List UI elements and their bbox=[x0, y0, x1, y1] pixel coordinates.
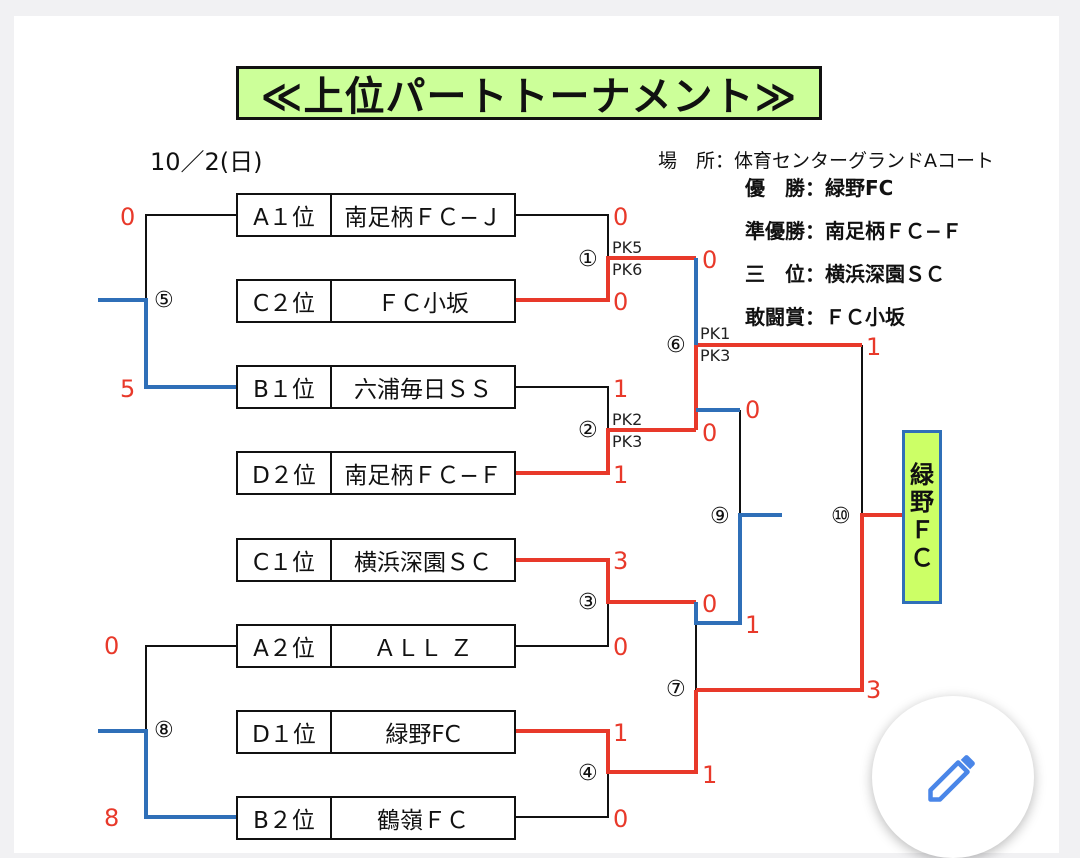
match-number-9: ⑨ bbox=[710, 504, 730, 529]
score-m1-top: 0 bbox=[613, 203, 629, 231]
pk-m2-bot: PK3 bbox=[612, 432, 643, 451]
score-m6-bot: 0 bbox=[702, 419, 718, 447]
line-m3-bot bbox=[516, 602, 609, 647]
pk-m1-top: PK5 bbox=[612, 238, 643, 257]
team-slot-6: A２位 ＡＬＬ Ｚ bbox=[236, 624, 516, 668]
champion-box: 緑 野 Ｆ Ｃ bbox=[902, 430, 942, 604]
line-m1-win bbox=[516, 256, 696, 302]
match-number-1: ① bbox=[578, 247, 598, 272]
score-m5-bot: 5 bbox=[120, 375, 136, 403]
line-m4-bot bbox=[516, 772, 609, 818]
match-number-7: ⑦ bbox=[666, 677, 686, 702]
score-m4-top: 1 bbox=[613, 719, 629, 747]
score-m6-top: 0 bbox=[702, 246, 718, 274]
match-number-5: ⑤ bbox=[154, 288, 174, 313]
score-m2-bot: 1 bbox=[613, 461, 629, 489]
pk-m2-top: PK2 bbox=[612, 410, 643, 429]
pk-m1-bot: PK6 bbox=[612, 260, 643, 279]
line-m9-bot bbox=[694, 513, 782, 625]
line-m2-win bbox=[516, 428, 696, 475]
match-number-10: ⑩ bbox=[831, 504, 851, 529]
team-slot-5: C１位 横浜深園ＳＣ bbox=[236, 538, 516, 582]
score-m7-bot: 1 bbox=[702, 761, 718, 789]
venue-label: 場 所：体育センターグランドAコート bbox=[658, 150, 994, 172]
score-m7-top: 0 bbox=[702, 590, 718, 618]
line-m8-top bbox=[145, 645, 236, 730]
team-slot-3: B１位 六浦毎日ＳＳ bbox=[236, 365, 516, 409]
match-number-2: ② bbox=[578, 418, 598, 443]
line-m8-win bbox=[98, 729, 236, 819]
score-m10-top: 1 bbox=[866, 333, 882, 361]
line-m5-top bbox=[145, 214, 236, 300]
match-number-8: ⑧ bbox=[154, 718, 174, 743]
match-number-4: ④ bbox=[578, 761, 598, 786]
page-title: ≪上位パートトーナメント≫ bbox=[236, 66, 822, 120]
team-slot-7: D１位 緑野FC bbox=[236, 710, 516, 754]
bracket-sheet bbox=[14, 16, 1059, 853]
event-date: 10／2(日) bbox=[150, 148, 263, 176]
pencil-icon bbox=[928, 755, 975, 802]
score-m1-bot: 0 bbox=[613, 288, 629, 316]
match-number-6: ⑥ bbox=[666, 333, 686, 358]
score-m10-bot: 3 bbox=[866, 676, 882, 704]
line-m3-win bbox=[516, 558, 696, 604]
result-winner: 優 勝：緑野FC bbox=[745, 176, 894, 200]
edit-button[interactable] bbox=[872, 696, 1034, 858]
line-m7-win bbox=[696, 513, 902, 692]
pk-m6-bot: PK3 bbox=[700, 346, 731, 365]
team-slot-2: C２位 ＦＣ小坂 bbox=[236, 279, 516, 323]
result-fighting-spirit: 敢闘賞：ＦＣ小坂 bbox=[745, 305, 905, 329]
score-m3-bot: 0 bbox=[613, 633, 629, 661]
line-m1-top bbox=[516, 214, 609, 258]
team-slot-4: D２位 南足柄ＦＣ−Ｆ bbox=[236, 451, 516, 495]
score-m4-bot: 0 bbox=[613, 805, 629, 833]
score-m9-top: 0 bbox=[745, 396, 761, 424]
line-m5-win bbox=[98, 298, 236, 389]
score-m2-top: 1 bbox=[613, 375, 629, 403]
result-third: 三 位：横浜深園ＳＣ bbox=[745, 262, 945, 286]
pk-m6-top: PK1 bbox=[700, 324, 731, 343]
result-runner-up: 準優勝：南足柄ＦＣ−Ｆ bbox=[745, 219, 962, 243]
score-m8-top: 0 bbox=[104, 632, 120, 660]
match-number-3: ③ bbox=[578, 590, 598, 615]
score-m8-bot: 8 bbox=[104, 804, 120, 832]
score-m9-bot: 1 bbox=[745, 611, 761, 639]
line-m4-win bbox=[516, 690, 698, 774]
team-slot-8: B２位 鶴嶺ＦＣ bbox=[236, 796, 516, 840]
team-slot-1: A１位 南足柄ＦＣ−Ｊ bbox=[236, 193, 516, 237]
score-m5-top: 0 bbox=[120, 203, 136, 231]
line-m2-top bbox=[516, 386, 609, 430]
score-m3-top: 3 bbox=[613, 547, 629, 575]
